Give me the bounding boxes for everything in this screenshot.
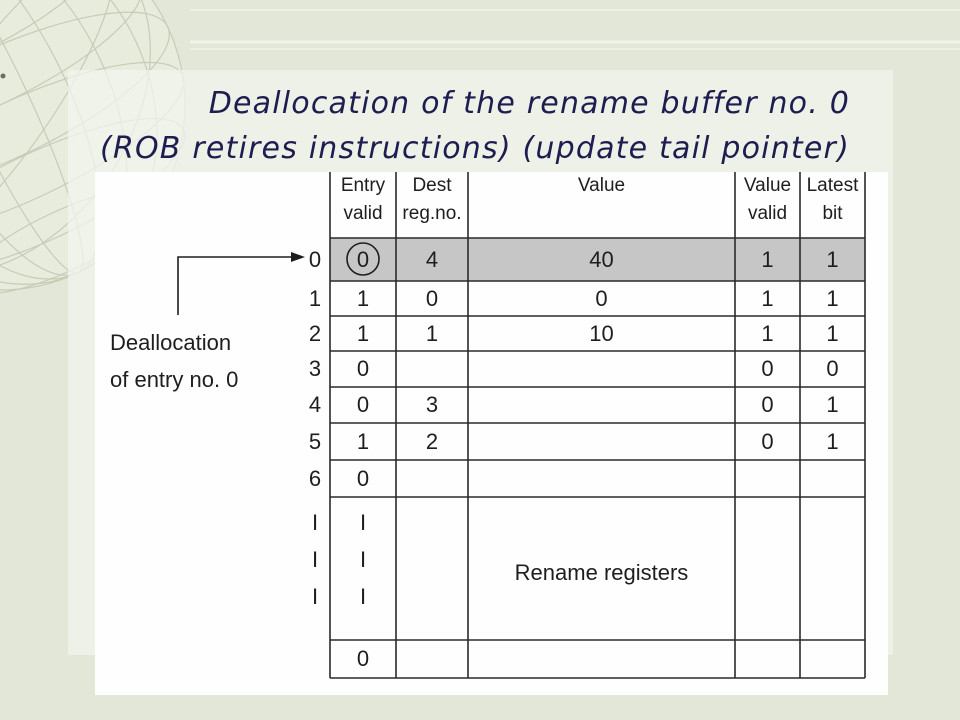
entry-circle-marker bbox=[346, 242, 380, 276]
latest-bit-cell: 0 bbox=[826, 356, 839, 381]
dest-reg-cell: 4 bbox=[425, 246, 439, 272]
continuation-mark: I bbox=[359, 584, 367, 609]
dest-reg-cell: 2 bbox=[425, 428, 439, 454]
entry-index: 6 bbox=[308, 465, 322, 491]
entry-index: 0 bbox=[308, 246, 322, 272]
continuation-mark: I bbox=[311, 584, 319, 609]
entry-valid-cell: 0 bbox=[356, 356, 370, 381]
continuation-mark: I bbox=[359, 510, 367, 535]
value-valid-cell: 1 bbox=[761, 246, 774, 272]
highlighted-row bbox=[330, 238, 865, 281]
entry-index: 1 bbox=[308, 285, 322, 311]
annotation-line-2: of entry no. 0 bbox=[110, 367, 239, 392]
value-valid-cell: 0 bbox=[761, 428, 774, 454]
header-line: reg.no. bbox=[402, 203, 462, 224]
entry-valid-cell: 0 bbox=[356, 646, 370, 671]
arrow-shaft bbox=[177, 256, 293, 315]
deallocation-arrow bbox=[177, 252, 305, 315]
value-valid-cell: 1 bbox=[761, 320, 774, 346]
rename-buffer-diagram: Deallocation of entry no. 0 Entry valid … bbox=[95, 172, 888, 695]
globe-line bbox=[0, 11, 170, 199]
header-latest-bit: Latest bit bbox=[800, 172, 865, 238]
rename-registers-label: Rename registers bbox=[514, 560, 689, 585]
continuation-mark: I bbox=[311, 547, 319, 572]
header-entry-valid: Entry valid bbox=[330, 172, 396, 238]
header-line: bit bbox=[822, 203, 843, 224]
annotation-line-1: Deallocation bbox=[110, 330, 232, 355]
value-cell: 10 bbox=[589, 320, 614, 346]
header-dest-reg: Dest reg.no. bbox=[396, 172, 468, 238]
value-valid-cell: 0 bbox=[761, 392, 774, 417]
header-line: Entry bbox=[340, 175, 386, 196]
value-valid-cell: 0 bbox=[761, 356, 774, 381]
header-line: valid bbox=[747, 203, 788, 224]
continuation-mark: I bbox=[311, 510, 319, 535]
latest-bit-cell: 1 bbox=[826, 428, 839, 454]
entry-valid-cell: 0 bbox=[356, 465, 370, 491]
entry-index: 2 bbox=[308, 320, 322, 346]
value-cell: 0 bbox=[595, 285, 608, 311]
header-value-valid: Value valid bbox=[735, 172, 800, 238]
header-line: Latest bbox=[806, 175, 859, 196]
entry-valid-cell: 0 bbox=[356, 392, 370, 417]
slide-title-line-2: (ROB retires instructions) (update tail … bbox=[100, 131, 850, 166]
entry-valid-cell: 1 bbox=[356, 285, 370, 311]
top-stripes bbox=[190, 9, 960, 50]
continuation-mark: I bbox=[359, 547, 367, 572]
entry-valid-cell: 1 bbox=[356, 320, 370, 346]
arrow-head bbox=[291, 252, 305, 262]
header-line: Dest bbox=[412, 175, 452, 196]
entry-index: 5 bbox=[308, 428, 322, 454]
value-cell: 40 bbox=[589, 246, 614, 272]
dest-reg-cell: 1 bbox=[425, 320, 439, 346]
header-line: Value bbox=[577, 175, 626, 196]
header-line: Value bbox=[743, 175, 792, 196]
latest-bit-cell: 1 bbox=[826, 285, 839, 311]
rename-buffer-table-drawing bbox=[177, 172, 866, 679]
entry-valid-cell: 0 bbox=[356, 246, 370, 272]
latest-bit-cell: 1 bbox=[826, 246, 839, 272]
header-value: Value bbox=[468, 172, 735, 238]
dest-reg-cell: 0 bbox=[425, 285, 439, 311]
latest-bit-cell: 1 bbox=[826, 320, 839, 346]
globe-pole-dot bbox=[0, 73, 6, 79]
table-grid-lines bbox=[329, 172, 866, 679]
value-valid-cell: 1 bbox=[761, 285, 774, 311]
latest-bit-cell: 1 bbox=[826, 392, 839, 417]
entry-index: 4 bbox=[308, 392, 322, 417]
header-line: valid bbox=[343, 203, 383, 224]
dest-reg-cell: 3 bbox=[425, 392, 439, 417]
entry-valid-cell: 1 bbox=[356, 428, 370, 454]
slide-title-line-1: Deallocation of the rename buffer no. 0 bbox=[208, 86, 850, 121]
entry-index: 3 bbox=[308, 356, 322, 381]
